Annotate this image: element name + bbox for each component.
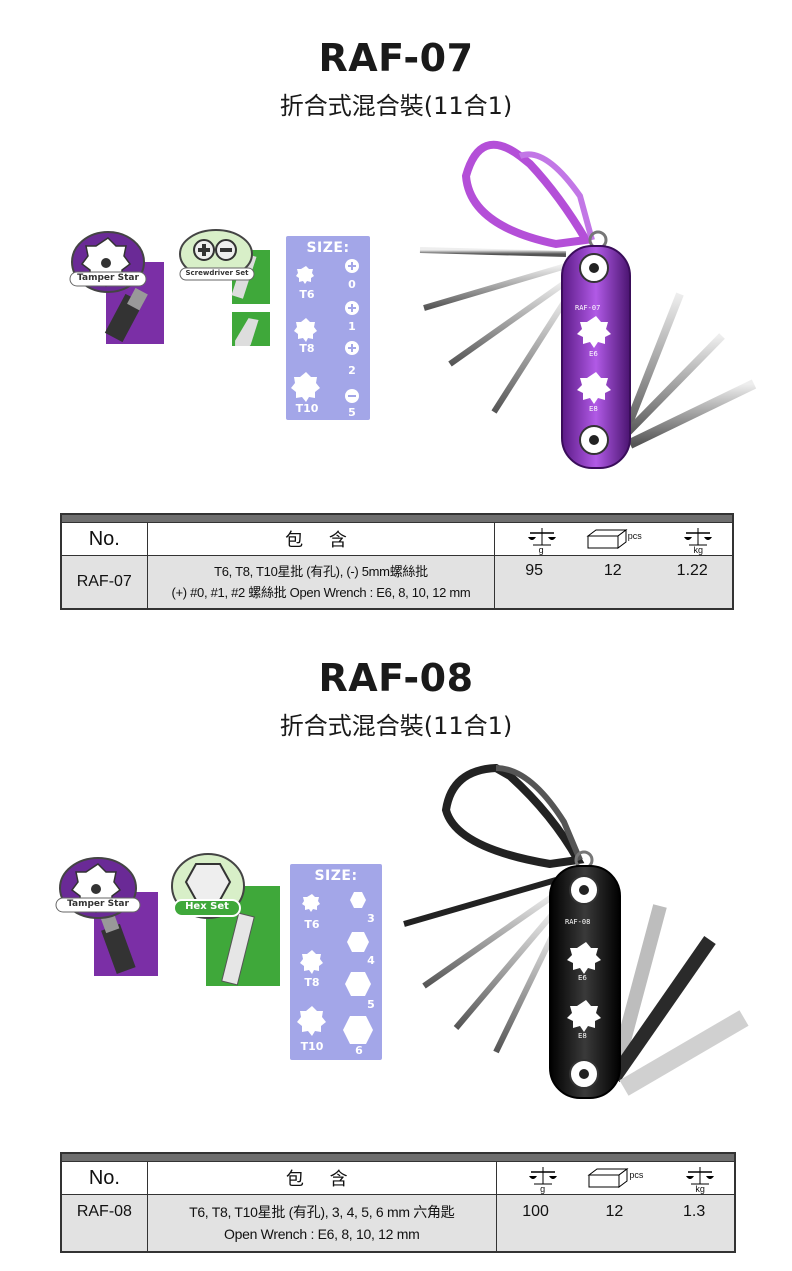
contents-line: (+) #0, #1, #2 螺絲批 Open Wrench : E6, 8, … bbox=[171, 585, 471, 600]
size-chart: SIZE: T6 T8 T10 0 1 2 5 bbox=[286, 236, 370, 420]
header-no: No. bbox=[62, 523, 148, 555]
size-label: T6 bbox=[299, 288, 315, 301]
product-contents: T6, T8, T10星批 (有孔), (-) 5mm螺絲批 (+) #0, #… bbox=[148, 556, 496, 608]
unit-label: kg bbox=[693, 545, 703, 555]
product-number: RAF-08 bbox=[62, 1195, 148, 1251]
product-title: RAF-08 bbox=[318, 656, 474, 700]
tamper-star-badge: Tamper Star bbox=[54, 852, 164, 982]
size-label: T6 bbox=[304, 918, 320, 931]
tamper-star-bit-icon bbox=[55, 857, 158, 976]
size-label: 1 bbox=[348, 320, 356, 333]
size-label: T8 bbox=[304, 976, 320, 989]
unit-label: pcs bbox=[629, 1170, 644, 1180]
kg-value: 1.3 bbox=[683, 1203, 706, 1220]
badge-label: Tamper Star bbox=[77, 273, 139, 283]
header-no: No. bbox=[62, 1162, 148, 1194]
contents-line: Open Wrench : E6, 8, 10, 12 mm bbox=[224, 1226, 420, 1242]
size-label: 4 bbox=[367, 954, 375, 967]
spec-table: No. 包 含 g pcs kg RAF-07 T6, T8, T10星批 (有… bbox=[60, 513, 734, 610]
header-contents: 包 含 bbox=[148, 523, 496, 555]
product-title: RAF-07 bbox=[318, 36, 474, 80]
size-chart: SIZE: T6 T8 T10 3 4 5 6 bbox=[290, 864, 382, 1060]
screwdriver-set-badge: Screwdriver Set bbox=[178, 224, 278, 368]
badge-label: Screwdriver Set bbox=[185, 269, 249, 277]
unit-label: g bbox=[538, 545, 544, 555]
weight-value: 95 bbox=[525, 562, 544, 579]
tamper-star-bit-icon bbox=[69, 231, 164, 344]
carton-icon: pcs bbox=[574, 1162, 654, 1194]
size-label: 2 bbox=[348, 364, 356, 377]
weight-scale-icon: g bbox=[497, 1162, 575, 1194]
contents-line: T6, T8, T10星批 (有孔), (-) 5mm螺絲批 bbox=[214, 564, 428, 579]
badge-label: Tamper Star bbox=[67, 899, 129, 909]
size-title: SIZE: bbox=[306, 240, 350, 256]
folding-tool-image bbox=[419, 140, 757, 469]
size-icons bbox=[291, 259, 359, 403]
hex-key-icon bbox=[171, 853, 280, 986]
size-label: 5 bbox=[348, 406, 356, 419]
tool-model-label: RAF-08 bbox=[565, 918, 591, 926]
carton-weight-icon: kg bbox=[654, 1162, 734, 1194]
tamper-star-badge: Tamper Star bbox=[66, 224, 166, 346]
unit-label: g bbox=[540, 1184, 546, 1194]
tool-model-label: RAF-07 bbox=[575, 304, 601, 312]
screwdriver-bit-icon bbox=[179, 229, 270, 368]
contents-line: T6, T8, T10星批 (有孔), 3, 4, 5, 6 mm 六角匙 bbox=[189, 1204, 455, 1220]
kg-value: 1.22 bbox=[676, 562, 708, 579]
product-section-raf07: RAF-07 折合式混合裝(11合1) Tamper Star bbox=[0, 0, 792, 630]
tool-size-label: E8 bbox=[578, 1032, 587, 1040]
table-top-bar bbox=[62, 515, 732, 522]
product-contents: T6, T8, T10星批 (有孔), 3, 4, 5, 6 mm 六角匙 Op… bbox=[148, 1195, 497, 1251]
header-contents: 包 含 bbox=[148, 1162, 497, 1194]
folding-tool-image bbox=[403, 764, 749, 1099]
size-label: 6 bbox=[355, 1044, 363, 1057]
pcs-value: 12 bbox=[605, 1203, 624, 1220]
unit-label: pcs bbox=[627, 531, 642, 541]
size-label: 0 bbox=[348, 278, 356, 291]
tool-size-label: E6 bbox=[578, 974, 587, 982]
table-header-row: No. 包 含 g pcs kg bbox=[62, 1161, 734, 1195]
product-section-raf08: RAF-08 折合式混合裝(11合1) Tamper Star Hex Set … bbox=[0, 640, 792, 1271]
product-number: RAF-07 bbox=[62, 556, 148, 608]
hex-set-badge: Hex Set bbox=[170, 850, 280, 990]
table-row: RAF-07 T6, T8, T10星批 (有孔), (-) 5mm螺絲批 (+… bbox=[62, 556, 732, 608]
size-icons bbox=[297, 892, 373, 1044]
size-label: T10 bbox=[300, 1040, 324, 1053]
tool-size-label: E6 bbox=[589, 350, 598, 358]
size-label: T10 bbox=[295, 402, 319, 415]
product-subtitle: 折合式混合裝(11合1) bbox=[279, 92, 513, 120]
size-label: 3 bbox=[367, 912, 375, 925]
table-header-row: No. 包 含 g pcs kg bbox=[62, 522, 732, 556]
spec-table: No. 包 含 g pcs kg RAF-08 T6, T8, T10星批 (有… bbox=[60, 1152, 736, 1253]
tool-size-label: E8 bbox=[589, 405, 598, 413]
size-title: SIZE: bbox=[314, 868, 358, 884]
table-row: RAF-08 T6, T8, T10星批 (有孔), 3, 4, 5, 6 mm… bbox=[62, 1195, 734, 1251]
product-subtitle: 折合式混合裝(11合1) bbox=[279, 712, 513, 740]
unit-label: kg bbox=[695, 1184, 705, 1194]
weight-scale-icon: g bbox=[495, 523, 573, 555]
size-label: T8 bbox=[299, 342, 315, 355]
table-top-bar bbox=[62, 1154, 734, 1161]
weight-value: 100 bbox=[522, 1203, 549, 1220]
carton-icon: pcs bbox=[573, 523, 653, 555]
pcs-value: 12 bbox=[603, 562, 622, 579]
badge-label: Hex Set bbox=[185, 901, 229, 912]
carton-weight-icon: kg bbox=[652, 523, 732, 555]
size-label: 5 bbox=[367, 998, 375, 1011]
